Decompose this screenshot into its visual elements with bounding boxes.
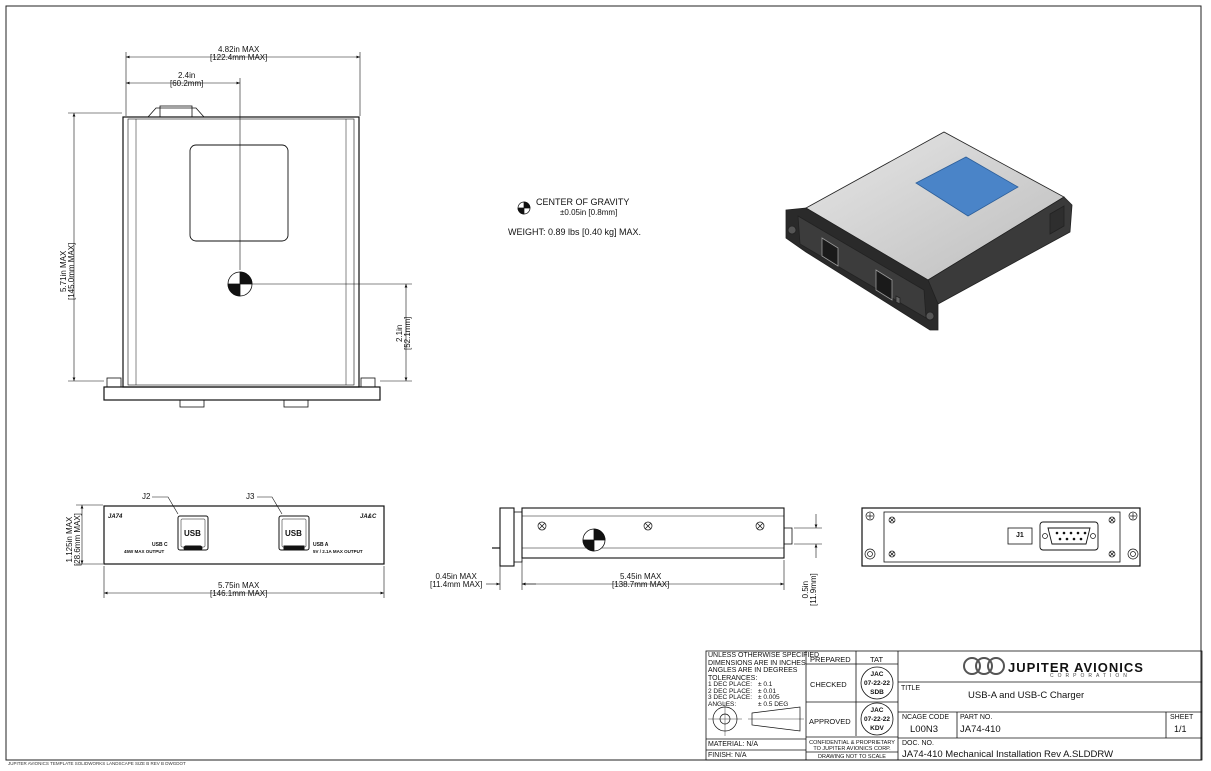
tat-label: TAT (870, 655, 884, 664)
dim-width-top: 4.82in MAX[122.4mm MAX] (210, 45, 268, 62)
company-sub: CORPORATION (1050, 673, 1131, 679)
prepared-label: PREPARED (810, 655, 851, 664)
title-block (705, 650, 1203, 761)
tolerance-table: 1 DEC PLACE:± 0.1 2 DEC PLACE:± 0.01 3 D… (708, 681, 789, 708)
usb-c-text: USB C (152, 542, 168, 548)
iso-blue-label (915, 156, 1019, 217)
usb-a-spec: 5V / 2.1A MAX OUTPUT (313, 549, 363, 554)
rear-view (861, 507, 1141, 567)
usb-a-port-label: USB (285, 529, 302, 538)
top-view-label-window (189, 144, 289, 242)
not-to-scale: DRAWING NOT TO SCALE (818, 754, 886, 760)
label-j2: J2 (142, 492, 151, 501)
brand-left: JA74 (108, 514, 123, 520)
cog-title: CENTER OF GRAVITY (536, 197, 630, 207)
dim-cg-y: 2.1in[52.1mm] (395, 316, 412, 350)
sheet-number: 1/1 (1174, 724, 1187, 734)
dim-height-top: 5.71in MAX[145.0mm MAX] (59, 242, 76, 300)
top-view (68, 52, 412, 408)
doc-number: JA74-410 Mechanical Installation Rev A.S… (902, 749, 1114, 760)
front-view (76, 496, 385, 598)
approved-label: APPROVED (809, 717, 851, 726)
label-j3: J3 (246, 492, 255, 501)
template-footer: JUPITER AVIONICS TEMPLATE SOLIDWORKS LAN… (8, 761, 186, 766)
cog-legend-symbol (517, 201, 531, 215)
label-j1: J1 (1016, 532, 1024, 539)
dim-depth: 5.45in MAX[138.7mm MAX] (612, 572, 670, 589)
dim-width-front: 5.75in MAX[146.1mm MAX] (210, 581, 268, 598)
part-number: JA74-410 (960, 724, 1001, 735)
cog-tolerance: ±0.05in [0.8mm] (560, 208, 618, 217)
checked-label: CHECKED (810, 680, 847, 689)
dim-connector: 0.5in[11.9mm] (801, 573, 818, 606)
company-logo-mark (963, 657, 1005, 675)
ncage-label: NCAGE CODE (902, 714, 950, 721)
drawing-title: USB-A and USB-C Charger (968, 690, 1085, 701)
sheet-label: SHEET (1170, 714, 1194, 721)
doc-label: DOC. NO. (902, 740, 934, 747)
title-label: TITLE (901, 685, 921, 692)
cog-symbol-side (582, 528, 606, 552)
tolerance-notes: UNLESS OTHERWISE SPECIFIED DIMENSIONS AR… (708, 652, 820, 682)
material: MATERIAL: N/A (708, 741, 759, 748)
part-label: PART NO. (960, 714, 993, 721)
dim-flange: 0.45in MAX[11.4mm MAX] (430, 572, 483, 589)
weight-note: WEIGHT: 0.89 lbs [0.40 kg] MAX. (508, 227, 642, 237)
usb-a-text: USB A (313, 542, 329, 548)
finish: FINISH: N/A (708, 752, 747, 759)
dim-height-front: 1.125in MAX[28.6mm MAX] (65, 513, 82, 566)
isometric-view (785, 131, 1073, 331)
sheet-border (5, 5, 1202, 761)
usb-c-spec: 45W MAX OUTPUT (124, 549, 165, 554)
brand-right: JA&C (360, 514, 377, 520)
ncage-code: L00N3 (910, 724, 938, 735)
cog-symbol-top (227, 271, 253, 297)
side-view (486, 507, 822, 590)
dim-cg-x: 2.4in[60.2mm] (170, 71, 204, 88)
usb-c-port-label: USB (184, 529, 201, 538)
company-name: JUPITER AVIONICS (1008, 660, 1144, 675)
